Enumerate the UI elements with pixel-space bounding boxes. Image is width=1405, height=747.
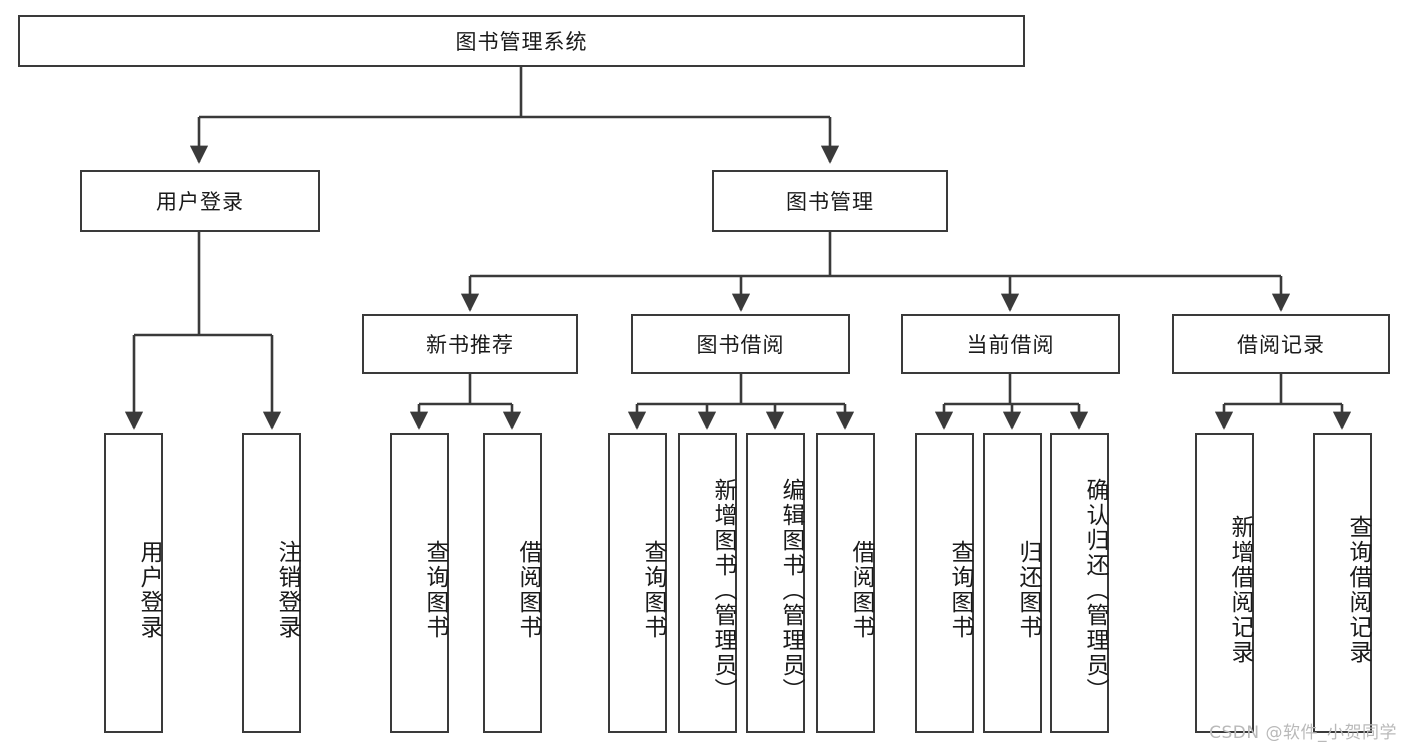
node-leaf-query-book-recommend[interactable]: 查询图书 <box>390 433 449 733</box>
node-leaf-query-book-borrow[interactable]: 查询图书 <box>608 433 667 733</box>
node-leaf-confirm-return-admin[interactable]: 确认归还（管理员） <box>1050 433 1109 733</box>
node-label: 新增借阅记录 <box>1227 515 1253 665</box>
node-label: 图书管理系统 <box>455 30 588 54</box>
node-label: 确认归还（管理员） <box>1082 477 1108 703</box>
node-current-borrow[interactable]: 当前借阅 <box>901 314 1120 374</box>
node-borrow-record[interactable]: 借阅记录 <box>1172 314 1390 374</box>
node-label: 新增图书（管理员） <box>710 477 736 703</box>
node-label: 借阅记录 <box>1237 333 1325 357</box>
node-leaf-query-book-current[interactable]: 查询图书 <box>915 433 974 733</box>
node-leaf-return-book[interactable]: 归还图书 <box>983 433 1042 733</box>
node-leaf-borrow-book[interactable]: 借阅图书 <box>816 433 875 733</box>
node-label: 借阅图书 <box>515 540 541 640</box>
node-book-management[interactable]: 图书管理 <box>712 170 948 232</box>
node-label: 查询图书 <box>640 540 666 640</box>
node-label: 图书管理 <box>786 190 874 214</box>
node-label: 编辑图书（管理员） <box>778 477 804 703</box>
node-user-login[interactable]: 用户登录 <box>80 170 320 232</box>
node-leaf-query-borrow-record[interactable]: 查询借阅记录 <box>1313 433 1372 733</box>
node-label: 借阅图书 <box>848 540 874 640</box>
node-root-book-management-system[interactable]: 图书管理系统 <box>18 15 1025 67</box>
node-new-book-recommend[interactable]: 新书推荐 <box>362 314 578 374</box>
node-label: 查询借阅记录 <box>1345 515 1371 665</box>
node-leaf-borrow-book-recommend[interactable]: 借阅图书 <box>483 433 542 733</box>
node-label: 新书推荐 <box>426 333 514 357</box>
watermark: CSDN @软件_小贺同学 <box>1209 723 1397 743</box>
node-label: 图书借阅 <box>696 333 785 357</box>
node-label: 当前借阅 <box>966 333 1055 357</box>
node-book-borrow[interactable]: 图书借阅 <box>631 314 850 374</box>
node-leaf-logout[interactable]: 注销登录 <box>242 433 301 733</box>
node-label: 查询图书 <box>947 540 973 640</box>
node-label: 归还图书 <box>1015 540 1041 640</box>
node-label: 用户登录 <box>136 540 162 640</box>
node-leaf-user-login[interactable]: 用户登录 <box>104 433 163 733</box>
node-label: 注销登录 <box>274 540 300 640</box>
node-label: 用户登录 <box>156 190 244 214</box>
node-leaf-add-book-admin[interactable]: 新增图书（管理员） <box>678 433 737 733</box>
node-leaf-add-borrow-record[interactable]: 新增借阅记录 <box>1195 433 1254 733</box>
node-leaf-edit-book-admin[interactable]: 编辑图书（管理员） <box>746 433 805 733</box>
node-label: 查询图书 <box>422 540 448 640</box>
